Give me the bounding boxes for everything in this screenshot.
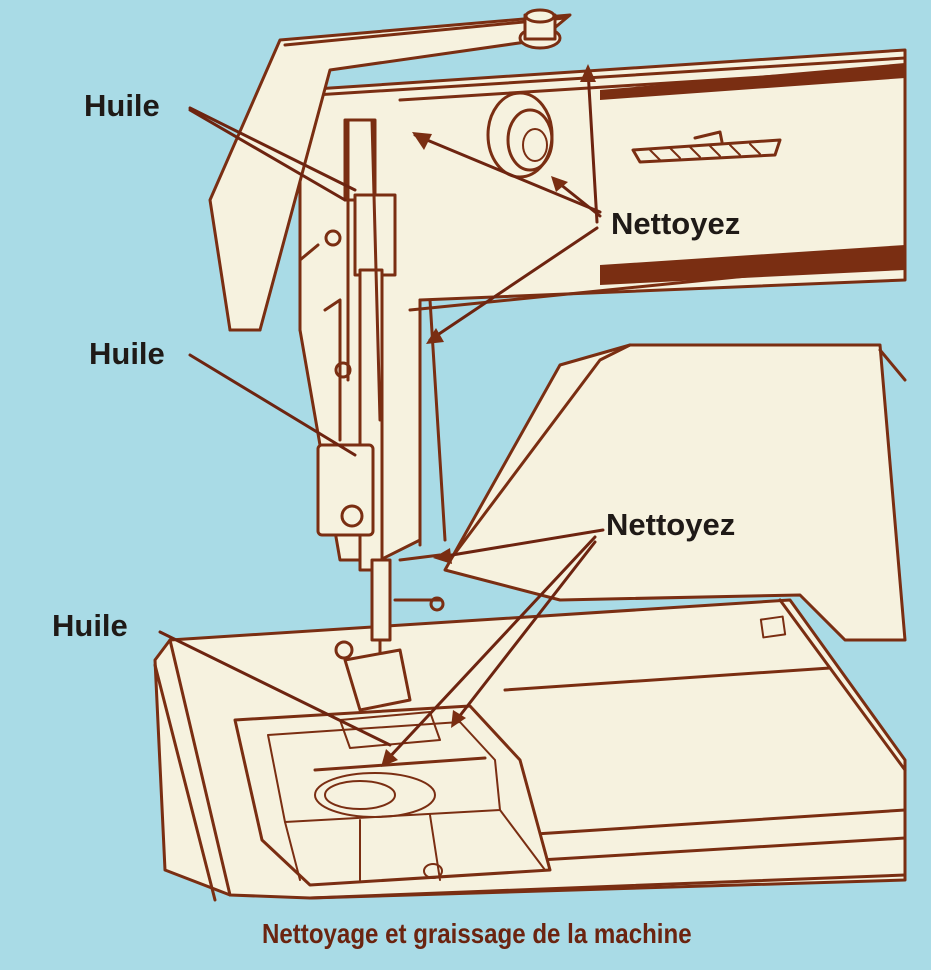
machine-arm [298, 48, 907, 562]
needle-bar-mechanism [298, 118, 445, 712]
clean-arrows [381, 64, 605, 767]
free-arm [443, 343, 907, 642]
oil-leaders [158, 106, 392, 747]
spool-pin [518, 8, 562, 50]
clean-label-upper: Nettoyez [611, 206, 741, 241]
oil-label-bottom: Huile [52, 608, 128, 643]
face-cover [208, 13, 572, 332]
gear-detail [631, 130, 782, 164]
clean-label-lower: Nettoyez [606, 507, 736, 542]
tension-knob [486, 91, 554, 179]
oil-label-top: Huile [84, 88, 160, 123]
figure-caption: Nettoyage et graissage de la machine [262, 918, 692, 949]
needle-plate [233, 704, 552, 887]
oil-label-middle: Huile [89, 336, 165, 371]
